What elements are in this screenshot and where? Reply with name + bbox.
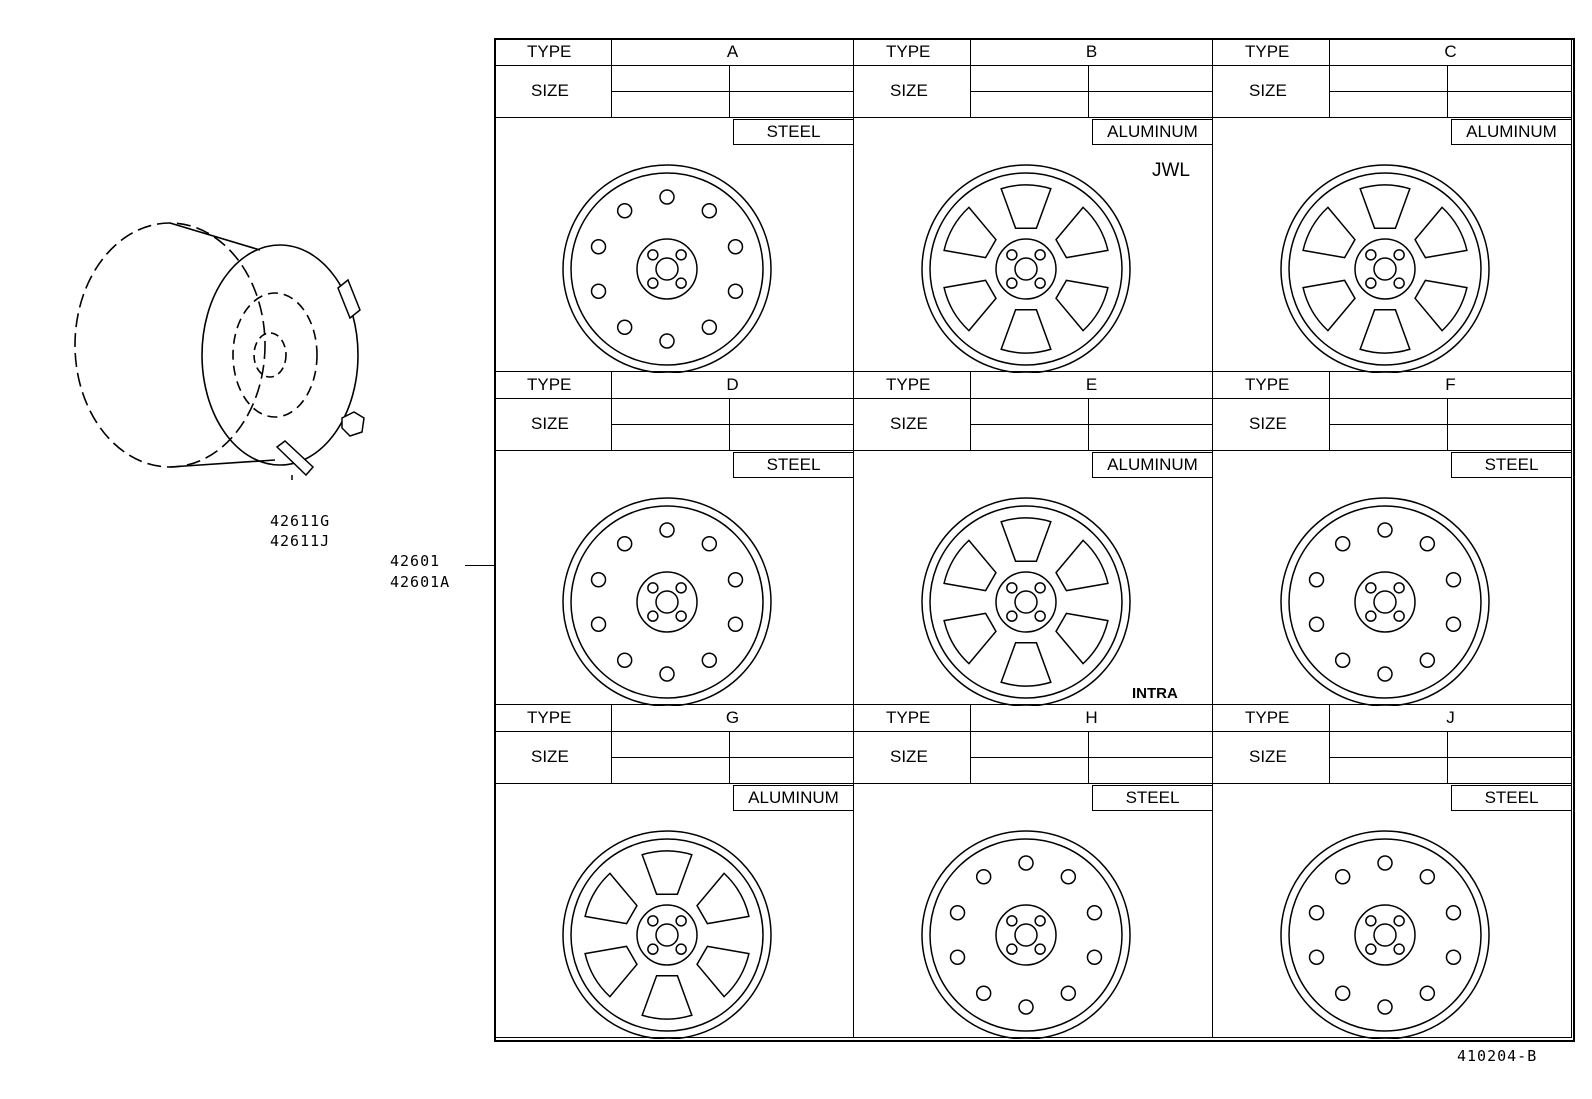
type-label: TYPE: [886, 375, 931, 394]
wheel-cell-c: TYPE SIZE C ALUMINUM: [1212, 38, 1572, 373]
wheel-cell-b: TYPE SIZE B ALUMINUM JWL: [853, 38, 1213, 373]
size-label: SIZE: [1249, 414, 1287, 433]
valve-part-number-2: 42611J: [270, 532, 331, 550]
wheel-c-drawing: [1280, 164, 1490, 373]
wheel-type-letter: G: [725, 708, 740, 727]
wheel-type-letter: E: [1085, 375, 1098, 394]
balance-weight-icon: [337, 278, 361, 320]
wheel-material-label: ALUMINUM: [733, 785, 853, 811]
wheel-part-leader-line: [465, 565, 494, 566]
wheel-type-letter: A: [726, 42, 739, 61]
size-label: SIZE: [890, 81, 928, 100]
wheel-type-letter: C: [1444, 42, 1457, 61]
wheel-material-label: STEEL: [1092, 785, 1212, 811]
wheel-h-drawing: [921, 830, 1131, 1039]
size-label: SIZE: [531, 414, 569, 433]
type-label: TYPE: [1245, 708, 1290, 727]
hub-nut-icon: [341, 411, 365, 437]
valve-stem-icon: [275, 440, 315, 480]
wheel-material-label: STEEL: [1451, 452, 1571, 478]
type-label: TYPE: [1245, 42, 1290, 61]
size-label: SIZE: [890, 747, 928, 766]
wheel-part-number-2: 42601A: [390, 573, 451, 591]
wheel-type-letter: F: [1445, 375, 1456, 394]
size-label: SIZE: [890, 414, 928, 433]
valve-part-number-1: 42611G: [270, 512, 331, 530]
wheel-standard-note: JWL: [1152, 160, 1190, 181]
wheel-type-letter: D: [726, 375, 739, 394]
wheel-cell-d: TYPE SIZE D STEEL: [494, 371, 854, 706]
wheel-type-letter: H: [1085, 708, 1098, 727]
wheel-part-number-1: 42601: [390, 552, 441, 570]
tire-back-rim: [74, 222, 266, 468]
tire-front-face: [201, 244, 359, 466]
type-label: TYPE: [527, 375, 572, 394]
wheel-standard-note: INTRA: [1132, 685, 1178, 702]
wheel-material-label: STEEL: [733, 119, 853, 145]
wheel-material-label: ALUMINUM: [1092, 119, 1212, 145]
wheel-cell-f: TYPE SIZE F STEEL: [1212, 371, 1572, 706]
type-label: TYPE: [886, 708, 931, 727]
wheel-cell-g: TYPE SIZE G ALUMINUM: [494, 704, 854, 1039]
wheel-type-letter: J: [1446, 708, 1455, 727]
wheel-f-drawing: [1280, 497, 1490, 706]
type-label: TYPE: [886, 42, 931, 61]
type-label: TYPE: [527, 708, 572, 727]
wheel-a-drawing: [562, 164, 772, 373]
size-label: SIZE: [1249, 747, 1287, 766]
diagram-id: 410204-B: [1457, 1047, 1538, 1065]
wheel-e-drawing: [921, 497, 1131, 706]
wheel-cell-e: TYPE SIZE E ALUMINUM INTRA: [853, 371, 1213, 706]
wheel-type-letter: B: [1085, 42, 1098, 61]
wheel-cell-j: TYPE SIZE J STEEL: [1212, 704, 1572, 1039]
size-label: SIZE: [531, 81, 569, 100]
tire-assembly-illustration: [74, 222, 365, 480]
wheel-material-label: ALUMINUM: [1451, 119, 1571, 145]
wheel-cell-a: TYPE SIZE A STEEL: [494, 38, 854, 373]
wheel-material-label: STEEL: [1451, 785, 1571, 811]
wheel-g-drawing: [562, 830, 772, 1039]
wheel-j-drawing: [1280, 830, 1490, 1039]
wheel-material-label: STEEL: [733, 452, 853, 478]
size-label: SIZE: [531, 747, 569, 766]
wheel-type-grid: TYPE SIZE A STEEL TYPE SIZE B ALUMINUM JWL TYPE SI…: [494, 38, 1575, 1042]
wheel-cell-h: TYPE SIZE H STEEL: [853, 704, 1213, 1039]
wheel-material-label: ALUMINUM: [1092, 452, 1212, 478]
wheel-b-drawing: [921, 164, 1131, 373]
wheel-d-drawing: [562, 497, 772, 706]
type-label: TYPE: [527, 42, 572, 61]
size-label: SIZE: [1249, 81, 1287, 100]
type-label: TYPE: [1245, 375, 1290, 394]
